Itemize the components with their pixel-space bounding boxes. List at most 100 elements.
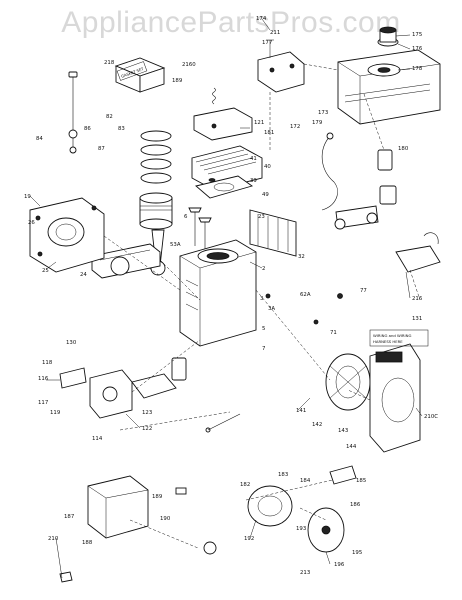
- part-label: 53A: [170, 242, 181, 248]
- part-label: 19: [24, 194, 31, 200]
- engine-block: [179, 239, 257, 347]
- part-label: 71: [330, 330, 337, 336]
- part-label: 218: [104, 60, 115, 66]
- part-label: 195: [352, 550, 362, 556]
- part-label: 131: [412, 316, 422, 322]
- part-label: 210: [48, 536, 59, 542]
- part-label: 24: [80, 272, 87, 278]
- part-label: 178: [412, 66, 423, 72]
- part-label: 188: [82, 540, 93, 546]
- leader-lines: [29, 18, 423, 579]
- part-label: 114: [92, 436, 103, 442]
- head-gasket: [195, 175, 254, 199]
- flywheel: [325, 353, 371, 411]
- piston: [139, 192, 173, 230]
- blower-housing: [369, 343, 421, 453]
- part-label: 84: [36, 136, 43, 142]
- part-label: 116: [38, 376, 49, 382]
- part-label: 117: [38, 400, 48, 406]
- part-label: 213: [300, 570, 310, 576]
- crankshaft: [91, 243, 161, 279]
- wiring-harness-line1: WIRING and WIRING: [373, 333, 411, 338]
- governor-spring: [212, 87, 216, 105]
- part-label: 3A: [268, 306, 275, 312]
- wiring-harness-line2: HARNESS HERE: [373, 339, 403, 344]
- part-label: 77: [360, 288, 367, 294]
- intake-manifold: [131, 357, 187, 399]
- air-cleaner-bracket: [257, 39, 305, 93]
- part-label: 196: [334, 562, 345, 568]
- part-label: 7: [262, 346, 265, 352]
- push-rod: [68, 71, 78, 154]
- carburetor: [59, 367, 133, 419]
- part-label: 49: [262, 192, 269, 198]
- hardware-small: [59, 293, 357, 583]
- crankcase-cover: [29, 197, 105, 273]
- part-label: 192: [244, 536, 254, 542]
- part-label: 87: [98, 146, 105, 152]
- cylinder-head: [191, 145, 263, 191]
- part-label: 184: [300, 478, 311, 484]
- part-label: 23: [258, 214, 265, 220]
- part-label: 186: [350, 502, 361, 508]
- part-label: 32: [298, 254, 305, 260]
- part-label: 39: [250, 178, 257, 184]
- part-label: 216: [412, 296, 423, 302]
- part-label: 118: [42, 360, 53, 366]
- part-label: 182: [240, 482, 250, 488]
- muffler: [249, 209, 297, 257]
- part-label: 122: [142, 426, 152, 432]
- part-label: 189: [152, 494, 163, 500]
- part-label: 177: [262, 40, 272, 46]
- part-label: 3: [260, 296, 263, 302]
- part-label: 144: [346, 444, 357, 450]
- part-label: 143: [338, 428, 348, 434]
- part-label: 40: [264, 164, 271, 170]
- part-label: 176: [412, 46, 423, 52]
- part-label: 190: [160, 516, 171, 522]
- part-label: 130: [66, 340, 77, 346]
- part-label: 86: [84, 126, 91, 132]
- wiring-harness-label: WIRING and WIRING HARNESS HERE: [369, 329, 429, 347]
- part-label: 141: [296, 408, 306, 414]
- part-label: 83: [118, 126, 125, 132]
- part-label: 142: [312, 422, 322, 428]
- carburetor-right: [334, 149, 397, 230]
- part-label: 187: [64, 514, 74, 520]
- piston-rings: [140, 130, 172, 184]
- part-label: 2: [262, 266, 265, 272]
- part-label: 25: [42, 268, 49, 274]
- part-label: 6: [184, 214, 188, 220]
- part-label: 121: [254, 120, 264, 126]
- part-label: 2160: [182, 62, 196, 68]
- part-label: 26: [28, 220, 35, 226]
- part-label: 82: [106, 114, 113, 120]
- part-label: 189: [172, 78, 183, 84]
- part-number-labels: 174 175 176 177 178 179 180 181 189 211 …: [24, 16, 438, 576]
- part-label: 211: [270, 30, 280, 36]
- part-label: 183: [278, 472, 288, 478]
- part-label: 41: [250, 156, 257, 162]
- part-label: 62A: [300, 292, 311, 298]
- part-label: 181: [264, 130, 274, 136]
- throttle-control: [395, 232, 441, 273]
- gasket-set-box: [114, 57, 166, 93]
- ignition-wiring: [321, 132, 338, 211]
- valves: [188, 207, 212, 250]
- shroud-bottom-left: [87, 475, 149, 539]
- assembly-guides: [103, 63, 421, 549]
- part-label: 193: [296, 526, 306, 532]
- part-label: 179: [312, 120, 323, 126]
- part-label: 210C: [424, 414, 438, 420]
- part-label: 172: [290, 124, 300, 130]
- valve-cover-plate: [193, 107, 253, 141]
- part-label: 185: [356, 478, 366, 484]
- part-label: 119: [50, 410, 61, 416]
- watermark: AppliancePartsPros.com: [61, 6, 401, 39]
- part-label: 175: [412, 32, 422, 38]
- part-label: 174: [256, 16, 267, 22]
- air-cleaner-cap: [377, 26, 399, 47]
- air-cleaner-housing: [337, 49, 441, 125]
